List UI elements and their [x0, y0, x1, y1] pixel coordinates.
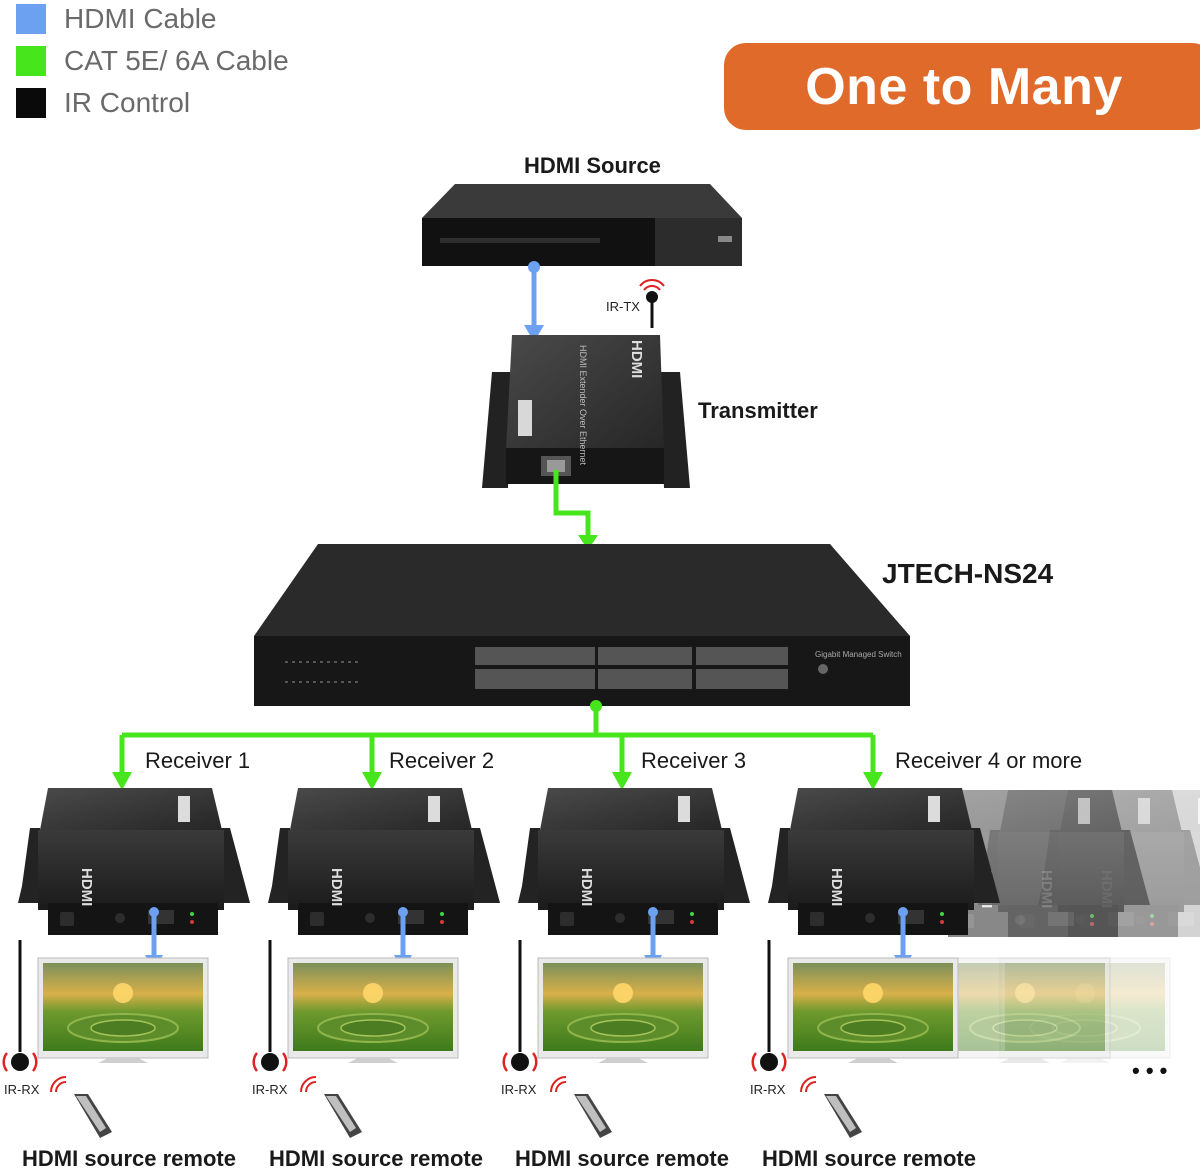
receiver-4-label: Receiver 4 or more — [895, 748, 1083, 773]
legend-swatch-ir — [16, 88, 46, 118]
cat-arrowheads — [112, 772, 883, 790]
svg-text:HDMI Extender Over Ethernet: HDMI Extender Over Ethernet — [578, 345, 588, 466]
banner-title: One to Many — [805, 57, 1123, 116]
ir-rx-label-4: IR-RX — [750, 1082, 786, 1097]
ir-rx-label-1: IR-RX — [4, 1082, 40, 1097]
ir-waves-4-icon — [800, 1076, 817, 1093]
remote-2-icon — [324, 1094, 362, 1138]
ir-control-cables — [18, 940, 771, 1052]
ir-waves-2-icon — [300, 1076, 317, 1093]
receiver-2-device — [268, 788, 500, 935]
legend-label-hdmi: HDMI Cable — [64, 3, 217, 34]
receiver-1-label: Receiver 1 — [145, 748, 251, 773]
ir-rx-sensor-4-icon — [751, 1051, 787, 1073]
remote-label-3: HDMI source remote — [515, 1146, 729, 1171]
ir-rx-label-2: IR-RX — [252, 1082, 288, 1097]
remote-4-icon — [824, 1094, 862, 1138]
ir-tx-sensor-icon — [639, 279, 665, 328]
ir-rx-sensor-1-icon — [2, 1051, 38, 1073]
legend-item-hdmi: HDMI Cable — [16, 3, 217, 34]
monitor-1 — [37, 957, 209, 1064]
svg-text:HDMI: HDMI — [628, 340, 645, 378]
ir-rx-sensor-3-icon — [502, 1051, 538, 1073]
switch-badge: Gigabit Managed Switch — [815, 650, 902, 659]
legend-swatch-cat — [16, 46, 46, 76]
receiver-1-device — [18, 788, 250, 935]
hdmi-cable-source-tx — [524, 261, 544, 342]
ir-tx-label: IR-TX — [606, 299, 640, 314]
ir-waves-1-icon — [50, 1076, 67, 1093]
remote-label-4: HDMI source remote — [762, 1146, 976, 1171]
cat-distribution-lines — [119, 700, 876, 775]
legend-label-ir: IR Control — [64, 87, 191, 118]
receiver-3-device — [518, 788, 750, 935]
hdmi-source-label: HDMI Source — [524, 153, 661, 178]
transmitter-device: HDMI HDMI Extender Over Ethernet — [482, 335, 690, 488]
legend-swatch-hdmi — [16, 4, 46, 34]
switch-label: JTECH-NS24 — [882, 558, 1054, 589]
remote-1-icon — [74, 1094, 112, 1138]
receiver-4-device — [768, 788, 1000, 935]
hdmi-source-device — [422, 184, 742, 266]
legend-item-ir: IR Control — [16, 87, 191, 118]
monitor-2 — [287, 957, 459, 1064]
legend-item-cat: CAT 5E/ 6A Cable — [16, 45, 289, 76]
remote-label-1: HDMI source remote — [22, 1146, 236, 1171]
title-banner: One to Many — [724, 43, 1200, 130]
more-ellipsis: • • • — [1132, 1058, 1168, 1083]
hdmi-cables-rx-monitor — [151, 912, 906, 960]
ir-waves-3-icon — [550, 1076, 567, 1093]
monitor-4 — [787, 957, 959, 1064]
receiver-2-label: Receiver 2 — [389, 748, 495, 773]
receiver-3-label: Receiver 3 — [641, 748, 747, 773]
remote-3-icon — [574, 1094, 612, 1138]
network-switch-device — [254, 544, 910, 706]
ir-rx-label-3: IR-RX — [501, 1082, 537, 1097]
legend-label-cat: CAT 5E/ 6A Cable — [64, 45, 289, 76]
ir-rx-sensor-2-icon — [252, 1051, 288, 1073]
transmitter-label: Transmitter — [698, 398, 818, 423]
monitor-3 — [537, 957, 709, 1064]
cat-cable-tx-switch — [553, 470, 598, 550]
remote-label-2: HDMI source remote — [269, 1146, 483, 1171]
